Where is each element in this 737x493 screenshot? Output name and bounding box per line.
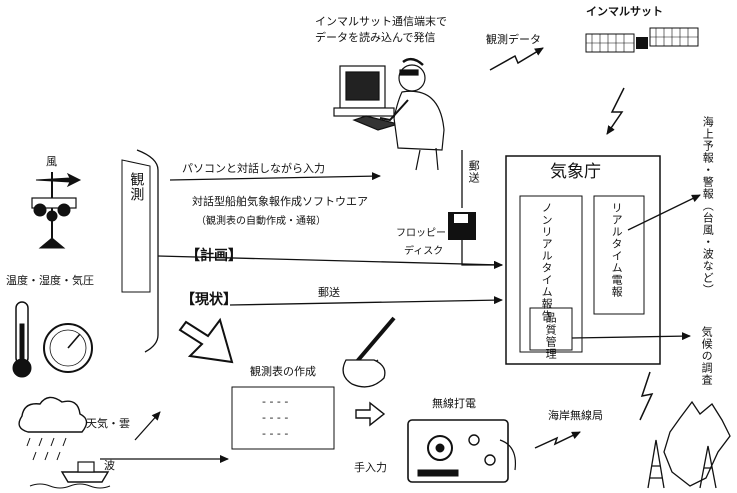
arrow-floppy xyxy=(461,238,503,269)
arrow-dialog xyxy=(169,172,381,181)
radio-label: 無線打電 xyxy=(432,397,476,410)
observation-label: 観測 xyxy=(128,172,145,202)
satellite-label: インマルサット xyxy=(586,5,663,18)
plan-label: 【計画】 xyxy=(186,248,242,264)
floppy-label-1: フロッピー xyxy=(396,228,446,239)
small-hollow-arrow-icon xyxy=(355,401,386,427)
lightning-icons xyxy=(489,47,654,449)
forecast-label: 海上予報・警報（台風・波など） xyxy=(701,116,715,296)
obs-table-label: 観測表の作成 xyxy=(250,365,316,378)
software-label: 対話型船舶気象報作成ソフトウエア xyxy=(192,195,368,208)
obs-data-label: 観測データ xyxy=(486,33,541,46)
obs-table-line-1: - - - - xyxy=(262,395,289,408)
cloud-rain-icon xyxy=(18,396,88,461)
arrow-current xyxy=(229,296,503,306)
thermometer-icon xyxy=(12,301,32,378)
floppy-disk-icon xyxy=(448,212,476,240)
hand-pen-icon xyxy=(342,316,396,388)
satellite-icon xyxy=(585,27,699,53)
mail2-label: 郵送 xyxy=(467,160,481,184)
manual-input-label: 手入力 xyxy=(354,461,387,474)
software-sub-label: （観測表の自動作成・通報） xyxy=(196,216,326,227)
radio-transmitter-icon xyxy=(407,419,517,483)
arrow-weather xyxy=(134,411,161,441)
arrow-forecast xyxy=(627,194,701,231)
observation-sheet xyxy=(231,386,335,450)
coastal-label: 海岸無線局 xyxy=(548,409,603,422)
floppy-label-2: ディスク xyxy=(404,246,444,257)
barometer-icon xyxy=(43,323,93,373)
jma-box xyxy=(505,155,661,365)
qc-label: 品質管理 xyxy=(544,312,558,360)
weather-label: 天気・雲 xyxy=(86,417,130,430)
instruments-label: 温度・湿度・気圧 xyxy=(6,274,94,287)
wind-vane-icon xyxy=(31,172,82,249)
transmit-label-1: インマルサット通信端末で xyxy=(315,15,447,28)
realtime-label: リアルタイム電報 xyxy=(610,202,624,298)
hollow-arrow-icon xyxy=(178,317,234,364)
observation-bracket xyxy=(121,149,159,353)
climate-label: 気候の調査 xyxy=(700,326,714,386)
dialog-label: パソコンと対話しながら入力 xyxy=(182,162,325,175)
current-mail-label: 郵送 xyxy=(318,286,340,299)
nonrealtime-label: ノンリアルタイム報告 xyxy=(540,202,554,322)
ship-icon xyxy=(29,461,111,489)
arrow-plan xyxy=(157,255,503,269)
wind-label: 風 xyxy=(46,155,57,168)
arrow-climate xyxy=(571,332,691,341)
current-label: 【現状】 xyxy=(181,292,237,308)
jma-title: 気象庁 xyxy=(550,162,601,182)
wave-label: 波 xyxy=(104,459,115,472)
coastal-station-icon xyxy=(647,400,731,489)
transmit-label-2: データを読み込んで発信 xyxy=(315,31,436,44)
obs-table-line-3: - - - - xyxy=(262,427,289,440)
obs-table-line-2: - - - - xyxy=(262,411,289,424)
computer-operator-icon xyxy=(333,57,445,171)
arrows xyxy=(100,150,701,463)
